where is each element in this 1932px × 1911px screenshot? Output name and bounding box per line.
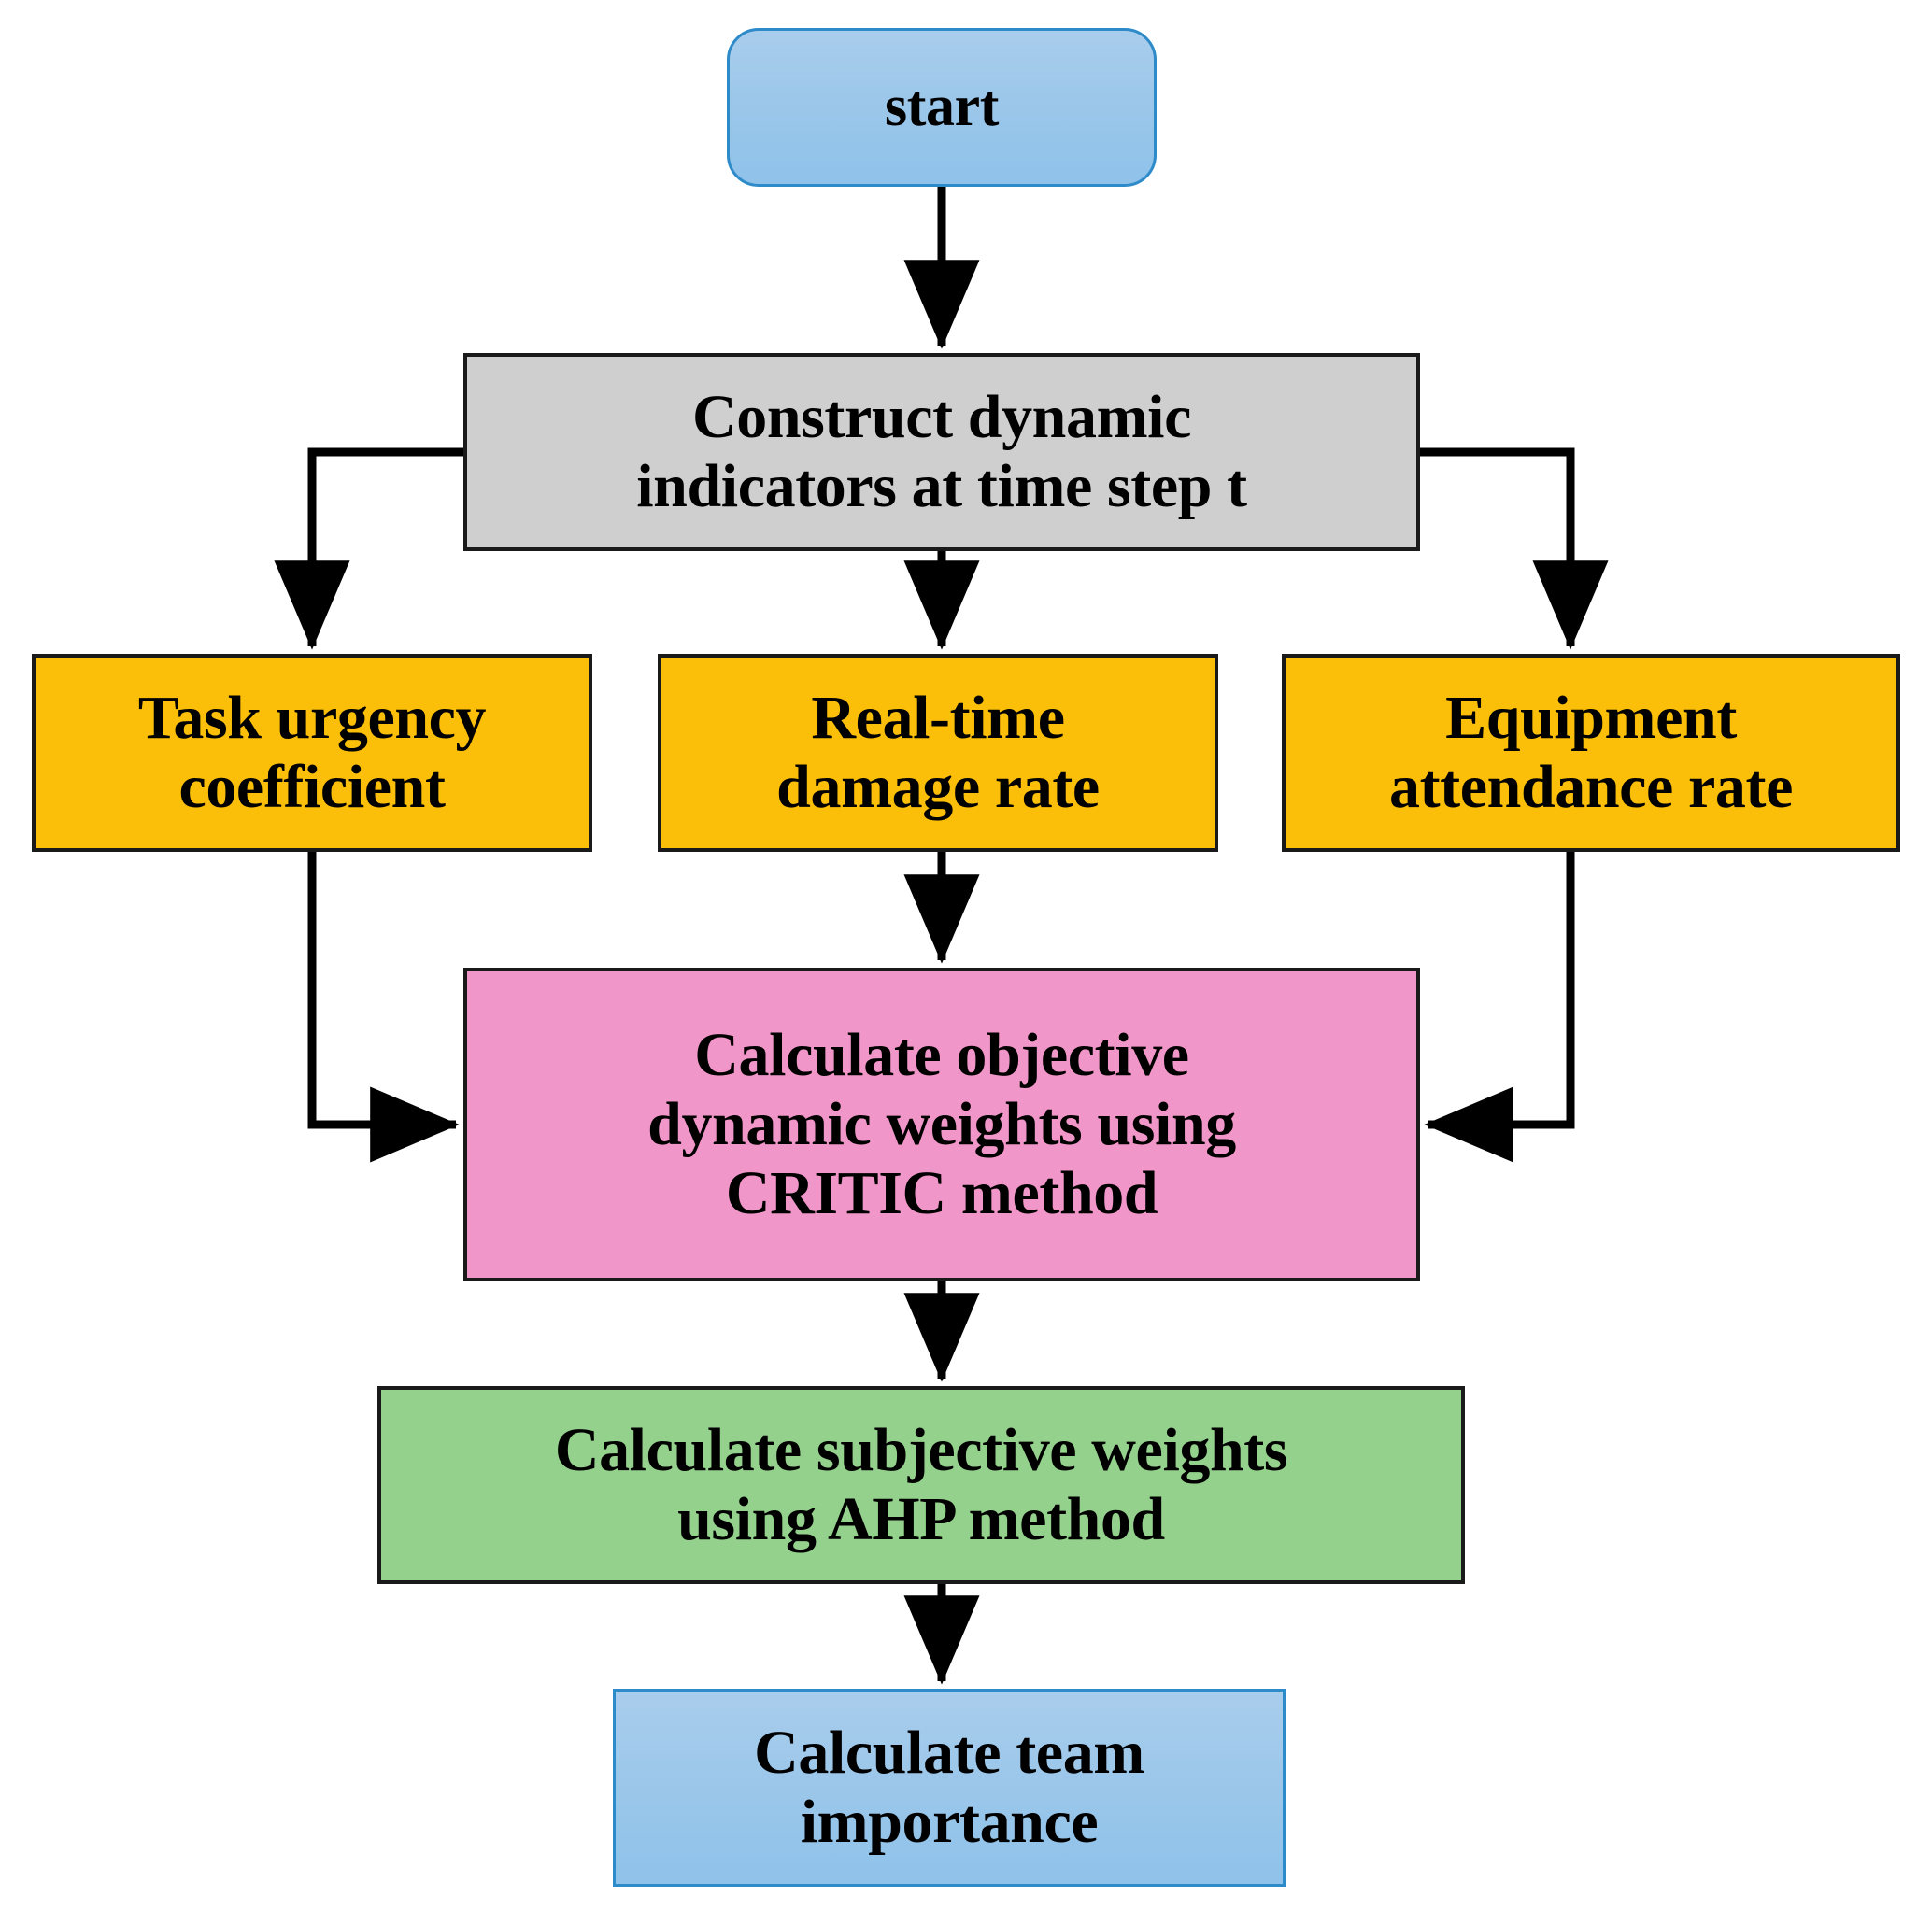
node-real-time-damage-rate[interactable]: Real-time damage rate [658,654,1218,852]
edge-attendance-rate-to-critic [1424,852,1575,1163]
node-real-time-damage-rate-label: Real-time damage rate [776,684,1100,821]
node-team-importance-label: Calculate team importance [754,1719,1144,1856]
node-construct-indicators-label: Construct dynamic indicators at time ste… [636,383,1247,520]
node-start[interactable]: start [727,28,1157,187]
node-equipment-attendance-rate[interactable]: Equipment attendance rate [1282,654,1900,852]
node-ahp-weights-label: Calculate subjective weights using AHP m… [554,1416,1288,1553]
node-equipment-attendance-rate-label: Equipment attendance rate [1388,684,1794,821]
node-construct-indicators[interactable]: Construct dynamic indicators at time ste… [463,353,1420,551]
node-critic-weights-label: Calculate objective dynamic weights usin… [647,1021,1236,1227]
edge-task-urgency-to-critic [307,852,460,1163]
node-ahp-weights[interactable]: Calculate subjective weights using AHP m… [377,1386,1465,1584]
node-team-importance[interactable]: Calculate team importance [613,1689,1286,1887]
node-task-urgency-coefficient-label: Task urgency coefficient [137,684,487,821]
node-task-urgency-coefficient[interactable]: Task urgency coefficient [32,654,592,852]
edge-construct-to-attendance-rate [1420,447,1609,650]
node-critic-weights[interactable]: Calculate objective dynamic weights usin… [463,968,1420,1281]
node-start-label: start [885,75,999,139]
edge-construct-to-task-urgency [274,447,463,650]
